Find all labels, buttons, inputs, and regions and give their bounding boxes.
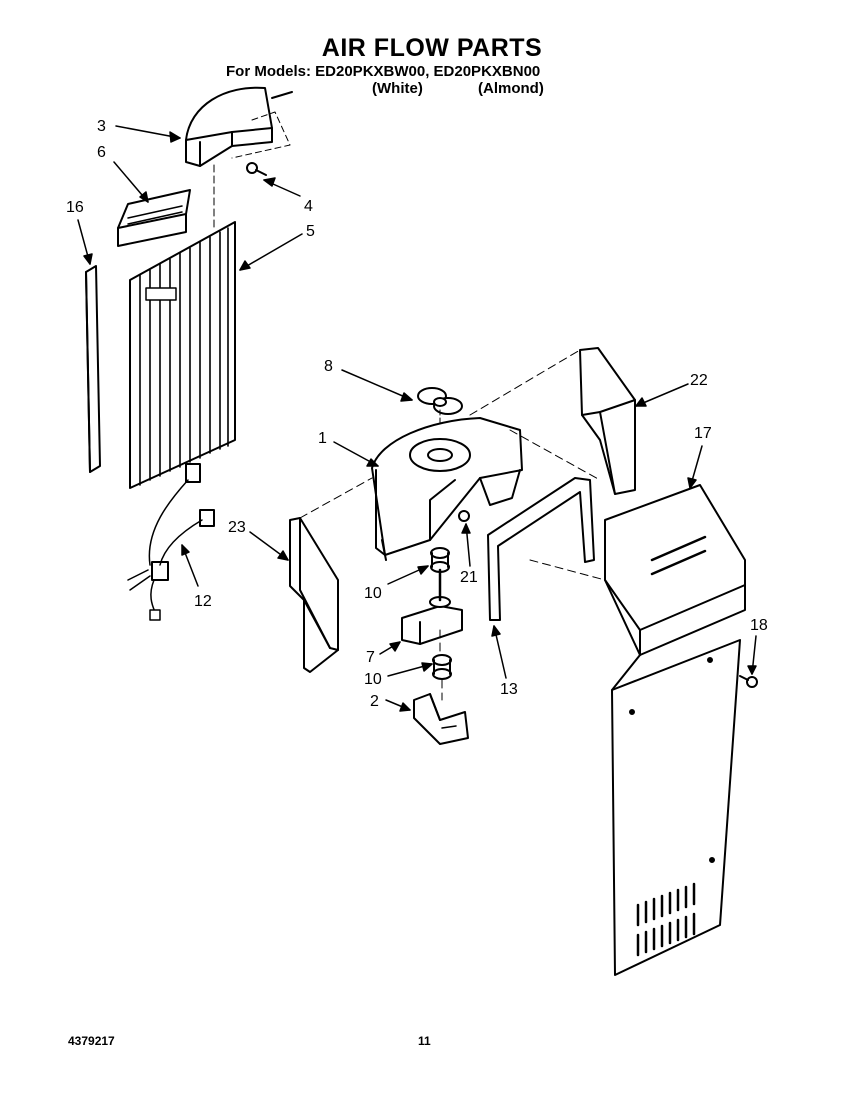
callout-labels: 3 6 4 5 16 8 22 1 17 23 21 10 12 18 7 10… (66, 118, 768, 710)
doc-number: 4379217 (68, 1034, 115, 1048)
part-13-u-gasket (487, 477, 595, 621)
part-6-grille (117, 189, 191, 247)
part-22-side-duct (579, 347, 636, 495)
callout-16: 16 (66, 199, 84, 216)
callout-13: 13 (500, 681, 518, 698)
part-7-fan-motor (401, 568, 463, 645)
callout-4: 4 (304, 198, 313, 215)
part-12-wiring-harness (127, 463, 215, 621)
callout-22: 22 (690, 372, 708, 389)
callout-23: 23 (228, 519, 246, 536)
callout-8: 8 (324, 358, 333, 375)
callout-1: 1 (318, 430, 327, 447)
part-23-side-air-duct (289, 517, 339, 673)
callout-21: 21 (460, 569, 478, 586)
page-title: AIR FLOW PARTS (321, 34, 543, 62)
part-1-fan-shroud (371, 417, 523, 561)
assembly-lines (299, 349, 606, 701)
part-3-duct-top (185, 86, 293, 167)
callout-18: 18 (750, 617, 768, 634)
part-16-gasket-strip (85, 265, 101, 473)
part-4-screw (246, 162, 267, 176)
callout-5: 5 (306, 223, 315, 240)
part-17-rear-panel (604, 484, 746, 976)
part-5-evaporator-cover (129, 164, 236, 489)
callout-3: 3 (97, 118, 106, 135)
part-10-grommet-lower (432, 654, 452, 680)
part-10-grommet-upper (430, 547, 450, 573)
page-number: 11 (418, 1034, 431, 1048)
variant-almond: (Almond) (478, 80, 544, 97)
variant-white: (White) (372, 80, 423, 97)
part-8-fan-blade (417, 387, 463, 433)
callout-2: 2 (370, 693, 379, 710)
callout-17: 17 (694, 425, 712, 442)
leader-lines (77, 125, 757, 712)
callout-12: 12 (194, 593, 212, 610)
part-2-motor-bracket (413, 693, 469, 745)
models-line: For Models: ED20PKXBW00, ED20PKXBN00 (226, 63, 541, 80)
callout-10-lower: 10 (364, 671, 382, 688)
callout-6: 6 (97, 144, 106, 161)
callout-7: 7 (366, 649, 375, 666)
callout-10-upper: 10 (364, 585, 382, 602)
part-18-screw (739, 675, 758, 688)
part-21-screw (458, 510, 470, 522)
